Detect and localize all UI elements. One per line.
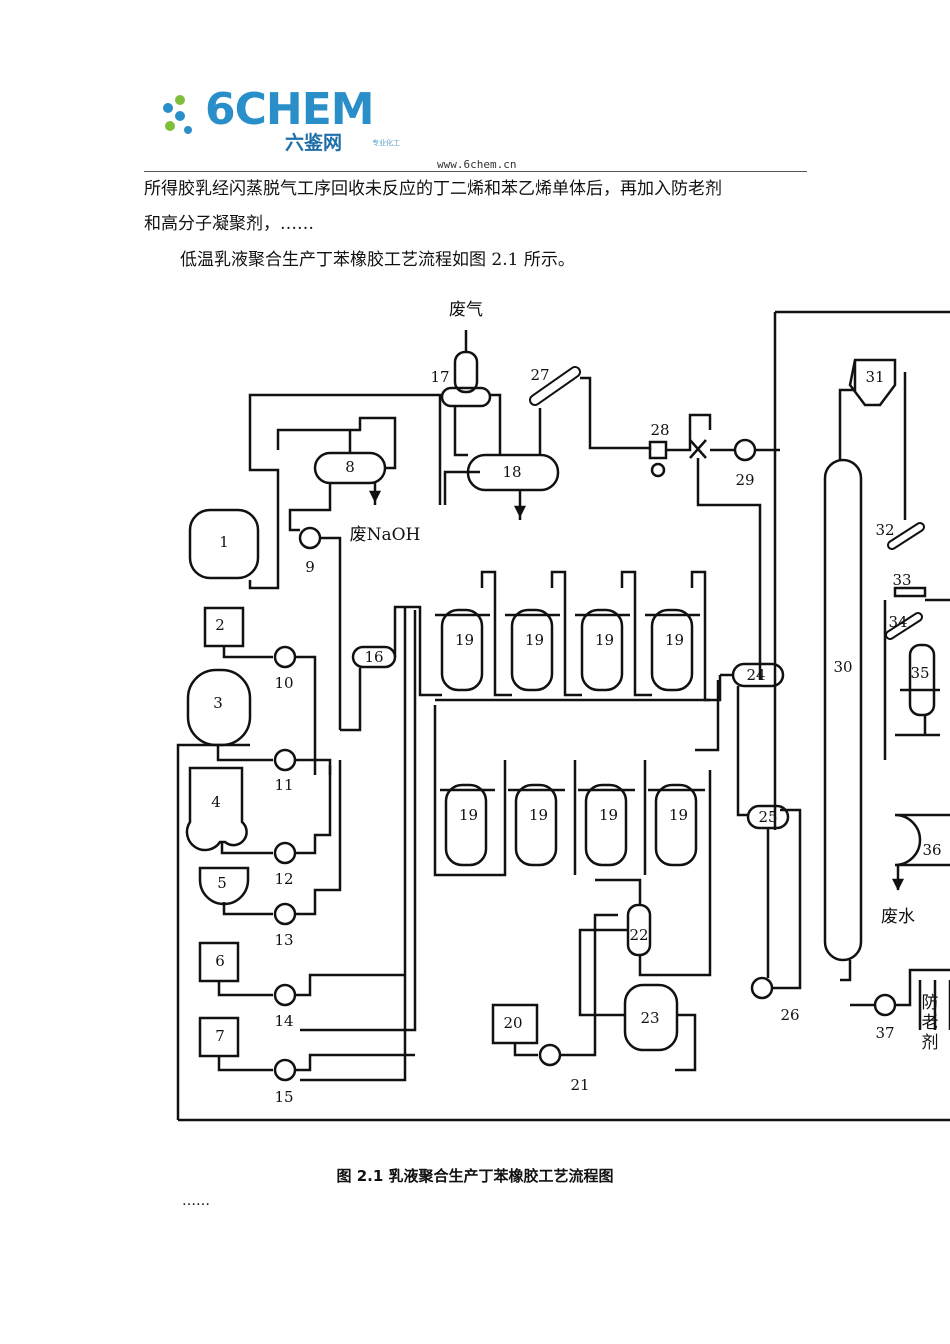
body-paragraph-1: 所得胶乳经闪蒸脱气工序回收未反应的丁二烯和苯乙烯单体后，再加入防老剂 — [144, 179, 722, 199]
unit-label-14: 14 — [274, 1012, 293, 1030]
unit-label-3: 3 — [213, 694, 223, 712]
unit-label-18: 18 — [502, 463, 521, 481]
unit-label-33: 33 — [892, 571, 911, 589]
unit-label-11: 11 — [274, 776, 293, 794]
header-divider — [144, 171, 807, 172]
unit-label-19: 19 — [455, 631, 474, 649]
unit-28-meter — [648, 440, 668, 460]
unit-label-22: 22 — [629, 926, 648, 944]
unit-label-6: 6 — [215, 952, 225, 970]
unit-label-7: 7 — [215, 1027, 225, 1045]
logo-chinese-name: 六鉴网 — [285, 132, 343, 154]
antioxidant-label: 老 — [922, 1013, 939, 1033]
process-flow-diagram: 1234567891011121314151617182021222324252… — [176, 300, 950, 1122]
unit-26-pump — [750, 976, 774, 1000]
unit-label-13: 13 — [274, 931, 293, 949]
unit-label-27: 27 — [530, 366, 549, 384]
unit-29-pump — [733, 438, 757, 462]
unit-label-37: 37 — [875, 1024, 894, 1042]
unit-30-tower — [823, 458, 863, 962]
unit-21-pump — [538, 1043, 562, 1067]
waste-naoh-label: 废NaOH — [350, 525, 421, 545]
antioxidant-label: 防 — [922, 993, 939, 1013]
unit-label-10: 10 — [274, 674, 293, 692]
unit-36-settler — [894, 813, 950, 867]
unit-10-pump — [273, 645, 297, 669]
unit-label-30: 30 — [833, 658, 852, 676]
unit-label-12: 12 — [274, 870, 293, 888]
unit-11-pump — [273, 748, 297, 772]
unit-33-separator — [893, 586, 927, 598]
unit-label-31: 31 — [865, 368, 884, 386]
unit-label-20: 20 — [503, 1014, 522, 1032]
unit-label-5: 5 — [217, 874, 227, 892]
unit-label-32: 32 — [875, 521, 894, 539]
unit-label-9: 9 — [305, 558, 315, 576]
logo-tagline: 专业化工 — [372, 139, 400, 147]
unit-label-23: 23 — [640, 1009, 659, 1027]
unit-12-pump — [273, 841, 297, 865]
unit-label-19: 19 — [595, 631, 614, 649]
unit-17-column — [453, 350, 479, 394]
unit-label-4: 4 — [211, 793, 221, 811]
figure-caption: 图 2.1 乳液聚合生产丁苯橡胶工艺流程图 — [336, 1167, 614, 1185]
unit-label-19: 19 — [529, 806, 548, 824]
waste-gas-label: 废气 — [449, 300, 483, 320]
unit-15-pump — [273, 1058, 297, 1082]
trailing-ellipsis: …… — [182, 1193, 210, 1209]
unit-37-pump — [873, 993, 897, 1017]
body-paragraph-3: 低温乳液聚合生产丁苯橡胶工艺流程如图 2.1 所示。 — [180, 250, 575, 270]
logo-mark-icon — [163, 95, 192, 134]
unit-label-25: 25 — [758, 808, 777, 826]
unit-label-24: 24 — [746, 666, 765, 684]
unit-13-pump — [273, 902, 297, 926]
unit-label-2: 2 — [215, 616, 225, 634]
unit-label-19: 19 — [669, 806, 688, 824]
unit-14-pump — [273, 983, 297, 1007]
unit-19-reactor-row-top — [435, 570, 722, 702]
unit-label-34: 34 — [888, 613, 907, 631]
antioxidant-label: 剂 — [922, 1033, 939, 1053]
unit-label-19: 19 — [599, 806, 618, 824]
unit-label-28: 28 — [650, 421, 669, 439]
waste-water-label: 废水 — [881, 907, 915, 927]
unit-label-19: 19 — [459, 806, 478, 824]
unit-1-tank — [188, 508, 260, 580]
unit-label-29: 29 — [735, 471, 754, 489]
unit-label-19: 19 — [525, 631, 544, 649]
unit-19-reactor-row-bottom — [433, 698, 712, 877]
logo-wordmark[interactable]: 6CHEM — [205, 84, 375, 135]
unit-label-26: 26 — [780, 1006, 799, 1024]
unit-label-21: 21 — [570, 1076, 589, 1094]
unit-label-19: 19 — [665, 631, 684, 649]
site-url[interactable]: www.6chem.cn — [437, 158, 517, 171]
unit-31-hopper — [848, 358, 897, 407]
unit-label-36: 36 — [922, 841, 941, 859]
unit-35-vessel — [908, 643, 936, 717]
body-paragraph-2: 和高分子凝聚剂，…… — [144, 214, 314, 234]
unit-label-8: 8 — [345, 458, 355, 476]
unit-label-35: 35 — [910, 664, 929, 682]
unit-label-17: 17 — [430, 368, 449, 386]
unit-9-pump — [298, 526, 322, 550]
unit-23-tank — [623, 983, 679, 1052]
unit-label-15: 15 — [274, 1088, 293, 1106]
unit-label-16: 16 — [364, 648, 383, 666]
unit-4-tank — [185, 766, 248, 852]
unit-label-1: 1 — [219, 533, 229, 551]
unit-5-tank — [198, 866, 250, 906]
